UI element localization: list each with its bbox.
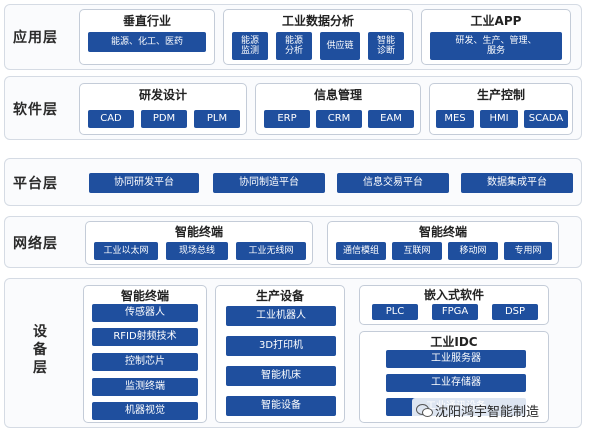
chip-rnd-production-management-service: 研发、生产、管理、 服务: [430, 32, 562, 60]
chip-private-network: 专用网: [504, 242, 552, 260]
chip-plc: PLC: [372, 304, 418, 320]
chip-erp: ERP: [264, 110, 310, 128]
group-production-equipment: 生产设备 工业机器人 3D打印机 智能机床 智能设备: [215, 285, 345, 423]
chip-internet: 互联网: [392, 242, 442, 260]
chip-industrial-storage: 工业存储器: [386, 374, 526, 392]
group-production-control: 生产控制 MES HMI SCADA: [429, 83, 573, 135]
chip-rfid: RFID射频技术: [92, 328, 198, 346]
chip-smart-machine-tool: 智能机床: [226, 366, 336, 386]
chip-mes: MES: [436, 110, 474, 128]
group-device-terminal: 智能终端 传感器人 RFID射频技术 控制芯片 监测终端 机器视觉: [83, 285, 207, 423]
group-title: 智能终端: [418, 225, 467, 239]
group-industrial-data-analysis: 工业数据分析 能源 监测 能源 分析 供应链 智能 诊断: [223, 9, 413, 65]
chip-crm: CRM: [316, 110, 362, 128]
chip-industrial-server: 工业服务器: [386, 350, 526, 368]
chip-supply-chain: 供应链: [320, 32, 360, 60]
group-title: 信息管理: [313, 88, 362, 102]
group-title: 研发设计: [138, 88, 187, 102]
watermark-text: 沈阳鸿宇智能制造: [435, 404, 540, 420]
chip-scada: SCADA: [524, 110, 568, 128]
chip-fpga: FPGA: [432, 304, 478, 320]
group-title: 生产设备: [255, 289, 304, 303]
chip-energy-chemical-medicine: 能源、化工、医药: [88, 32, 206, 52]
chip-machine-vision: 机器视觉: [92, 402, 198, 420]
group-title: 生产控制: [476, 88, 525, 102]
chip-info-trading-platform: 信息交易平台: [337, 173, 449, 193]
source-watermark: 沈阳鸿宇智能制造: [412, 398, 544, 422]
chip-3d-printer: 3D打印机: [226, 336, 336, 356]
group-title: 工业IDC: [430, 335, 478, 349]
chip-energy-analysis: 能源 分析: [276, 32, 312, 60]
chip-comm-module: 通信模组: [336, 242, 386, 260]
chip-plm: PLM: [194, 110, 240, 128]
wechat-icon: [416, 403, 433, 417]
chip-collab-manufacturing-platform: 协同制造平台: [213, 173, 325, 193]
group-title: 工业数据分析: [281, 14, 354, 28]
chip-smart-equipment: 智能设备: [226, 396, 336, 416]
group-vertical-industry: 垂直行业 能源、化工、医药: [79, 9, 215, 65]
application-layer: 应用层 垂直行业 能源、化工、医药 工业数据分析 能源 监测 能源 分析 供应链…: [4, 4, 582, 70]
group-network-terminal-left: 智能终端 工业以太网 现场总线 工业无线网: [85, 221, 313, 265]
group-title: 工业APP: [470, 14, 522, 28]
chip-smart-diagnosis: 智能 诊断: [368, 32, 404, 60]
chip-industrial-wireless: 工业无线网: [236, 242, 306, 260]
software-layer: 软件层 研发设计 CAD PDM PLM 信息管理 ERP CRM EAM 生产…: [4, 76, 582, 140]
chip-energy-monitoring: 能源 监测: [232, 32, 268, 60]
layer-label-application: 应用层: [13, 30, 58, 46]
group-title: 嵌入式软件: [423, 288, 484, 302]
chip-eam: EAM: [368, 110, 414, 128]
chip-monitoring-terminal: 监测终端: [92, 378, 198, 396]
platform-layer: 平台层 协同研发平台 协同制造平台 信息交易平台 数据集成平台: [4, 158, 582, 206]
layer-label-platform: 平台层: [13, 176, 58, 192]
chip-dsp: DSP: [492, 304, 538, 320]
group-embedded-software: 嵌入式软件 PLC FPGA DSP: [359, 285, 549, 325]
group-title: 智能终端: [174, 225, 223, 239]
device-layer: 设 备 层 智能终端 传感器人 RFID射频技术 控制芯片 监测终端 机器视觉 …: [4, 278, 582, 428]
chip-cad: CAD: [88, 110, 134, 128]
chip-industrial-robot: 工业机器人: [226, 306, 336, 326]
chip-control-chip: 控制芯片: [92, 353, 198, 371]
chip-hmi: HMI: [480, 110, 518, 128]
layer-label-device: 设 备 层: [33, 324, 48, 376]
group-network-terminal-right: 智能终端 通信模组 互联网 移动网 专用网: [327, 221, 559, 265]
group-title: 垂直行业: [122, 14, 171, 28]
chip-industrial-ethernet: 工业以太网: [94, 242, 158, 260]
chip-data-integration-platform: 数据集成平台: [461, 173, 573, 193]
group-title: 智能终端: [120, 289, 169, 303]
layer-label-software: 软件层: [13, 102, 58, 118]
group-industrial-app: 工业APP 研发、生产、管理、 服务: [421, 9, 571, 65]
chip-collab-rnd-platform: 协同研发平台: [89, 173, 199, 193]
chip-sensor: 传感器人: [92, 304, 198, 322]
chip-pdm: PDM: [141, 110, 187, 128]
layer-label-network: 网络层: [13, 236, 58, 252]
chip-mobile-network: 移动网: [448, 242, 498, 260]
group-info-management: 信息管理 ERP CRM EAM: [255, 83, 421, 135]
group-rnd-design: 研发设计 CAD PDM PLM: [79, 83, 247, 135]
network-layer: 网络层 智能终端 工业以太网 现场总线 工业无线网 智能终端 通信模组 互联网 …: [4, 216, 582, 268]
chip-fieldbus: 现场总线: [166, 242, 228, 260]
